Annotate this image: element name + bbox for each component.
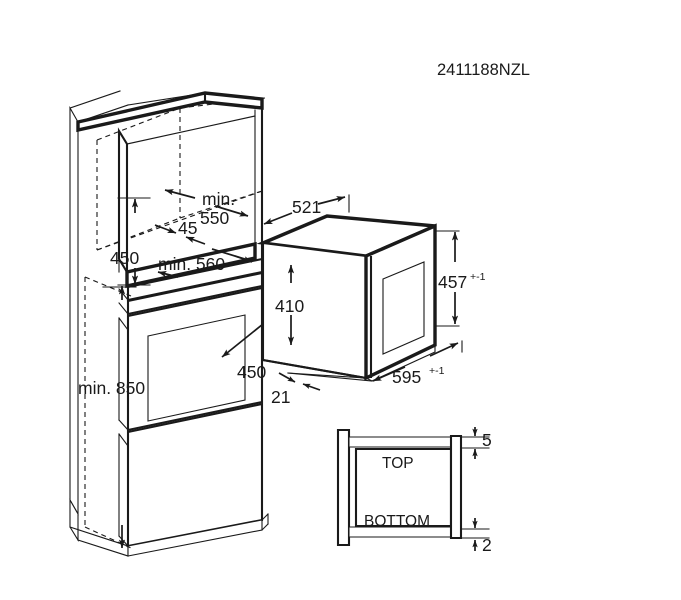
dimension-body-height: 410 bbox=[275, 264, 304, 346]
dimension-521-label: 521 bbox=[292, 197, 321, 217]
dimension-niche-width-min: min. 550 bbox=[164, 189, 249, 228]
dimension-min850-label: min. 850 bbox=[78, 378, 145, 398]
dimension-front-height: 457 +-1 bbox=[436, 230, 486, 327]
dimension-457-label: 457 bbox=[438, 272, 467, 292]
dimension-niche-gap: 45 bbox=[154, 218, 206, 245]
dimension-gap-bottom: 2 bbox=[460, 518, 492, 555]
dimension-door-offset: 21 bbox=[271, 372, 321, 407]
door-detail-left-jamb bbox=[336, 428, 351, 547]
door-detail-top-band bbox=[348, 436, 456, 448]
appliance-bottom-front-edge bbox=[365, 344, 436, 382]
appliance-bottom-left-edge bbox=[261, 358, 368, 380]
door-detail-view: TOP BOTTOM 5 2 bbox=[336, 427, 492, 555]
drawing-code-label: 2411188NZL bbox=[437, 61, 530, 79]
appliance-base-edge-2 bbox=[287, 372, 367, 379]
dimension-595-tolerance: +-1 bbox=[429, 365, 445, 377]
cabinet-view: min. 550 45 450 min. 560 bbox=[69, 90, 284, 557]
cabinet-floor-reference bbox=[84, 276, 132, 549]
dimension-450-label: 450 bbox=[110, 248, 139, 268]
dimension-min-label: min. bbox=[202, 189, 235, 209]
dimension-5-label: 5 bbox=[482, 430, 492, 450]
appliance-view: 521 410 457 +-1 595 +-1 bbox=[256, 194, 486, 407]
dimension-457-tolerance: +-1 bbox=[470, 271, 486, 283]
dimension-595-label: 595 bbox=[392, 367, 421, 387]
dimension-front-width: 595 +-1 bbox=[372, 340, 463, 387]
dimension-45-label: 45 bbox=[178, 218, 197, 238]
dimension-21-label: 21 bbox=[271, 387, 290, 407]
door-detail-top-label: TOP bbox=[382, 455, 414, 472]
appliance-window-panel bbox=[382, 261, 425, 355]
dimension-worktop-height: min. 850 bbox=[78, 285, 145, 549]
cabinet-front-rails bbox=[118, 257, 264, 316]
dimension-410-label: 410 bbox=[275, 296, 304, 316]
cabinet-middle-door-panel bbox=[118, 286, 264, 432]
door-detail-right-edge bbox=[449, 434, 463, 540]
door-detail-bottom-label: BOTTOM bbox=[364, 513, 430, 530]
dimension-gap-top: 5 bbox=[460, 427, 492, 459]
dimension-450-front-label: 450 bbox=[237, 362, 266, 382]
dimension-body-depth: 521 bbox=[261, 194, 350, 244]
dimension-niche-height: 450 bbox=[110, 197, 151, 286]
cabinet-plinth bbox=[69, 497, 269, 557]
dimension-550-label: 550 bbox=[200, 208, 229, 228]
dimension-niche-depth-min: min. 560 bbox=[157, 248, 253, 278]
dimension-2-label: 2 bbox=[482, 535, 492, 555]
dimension-min560-label: min. 560 bbox=[158, 254, 225, 274]
